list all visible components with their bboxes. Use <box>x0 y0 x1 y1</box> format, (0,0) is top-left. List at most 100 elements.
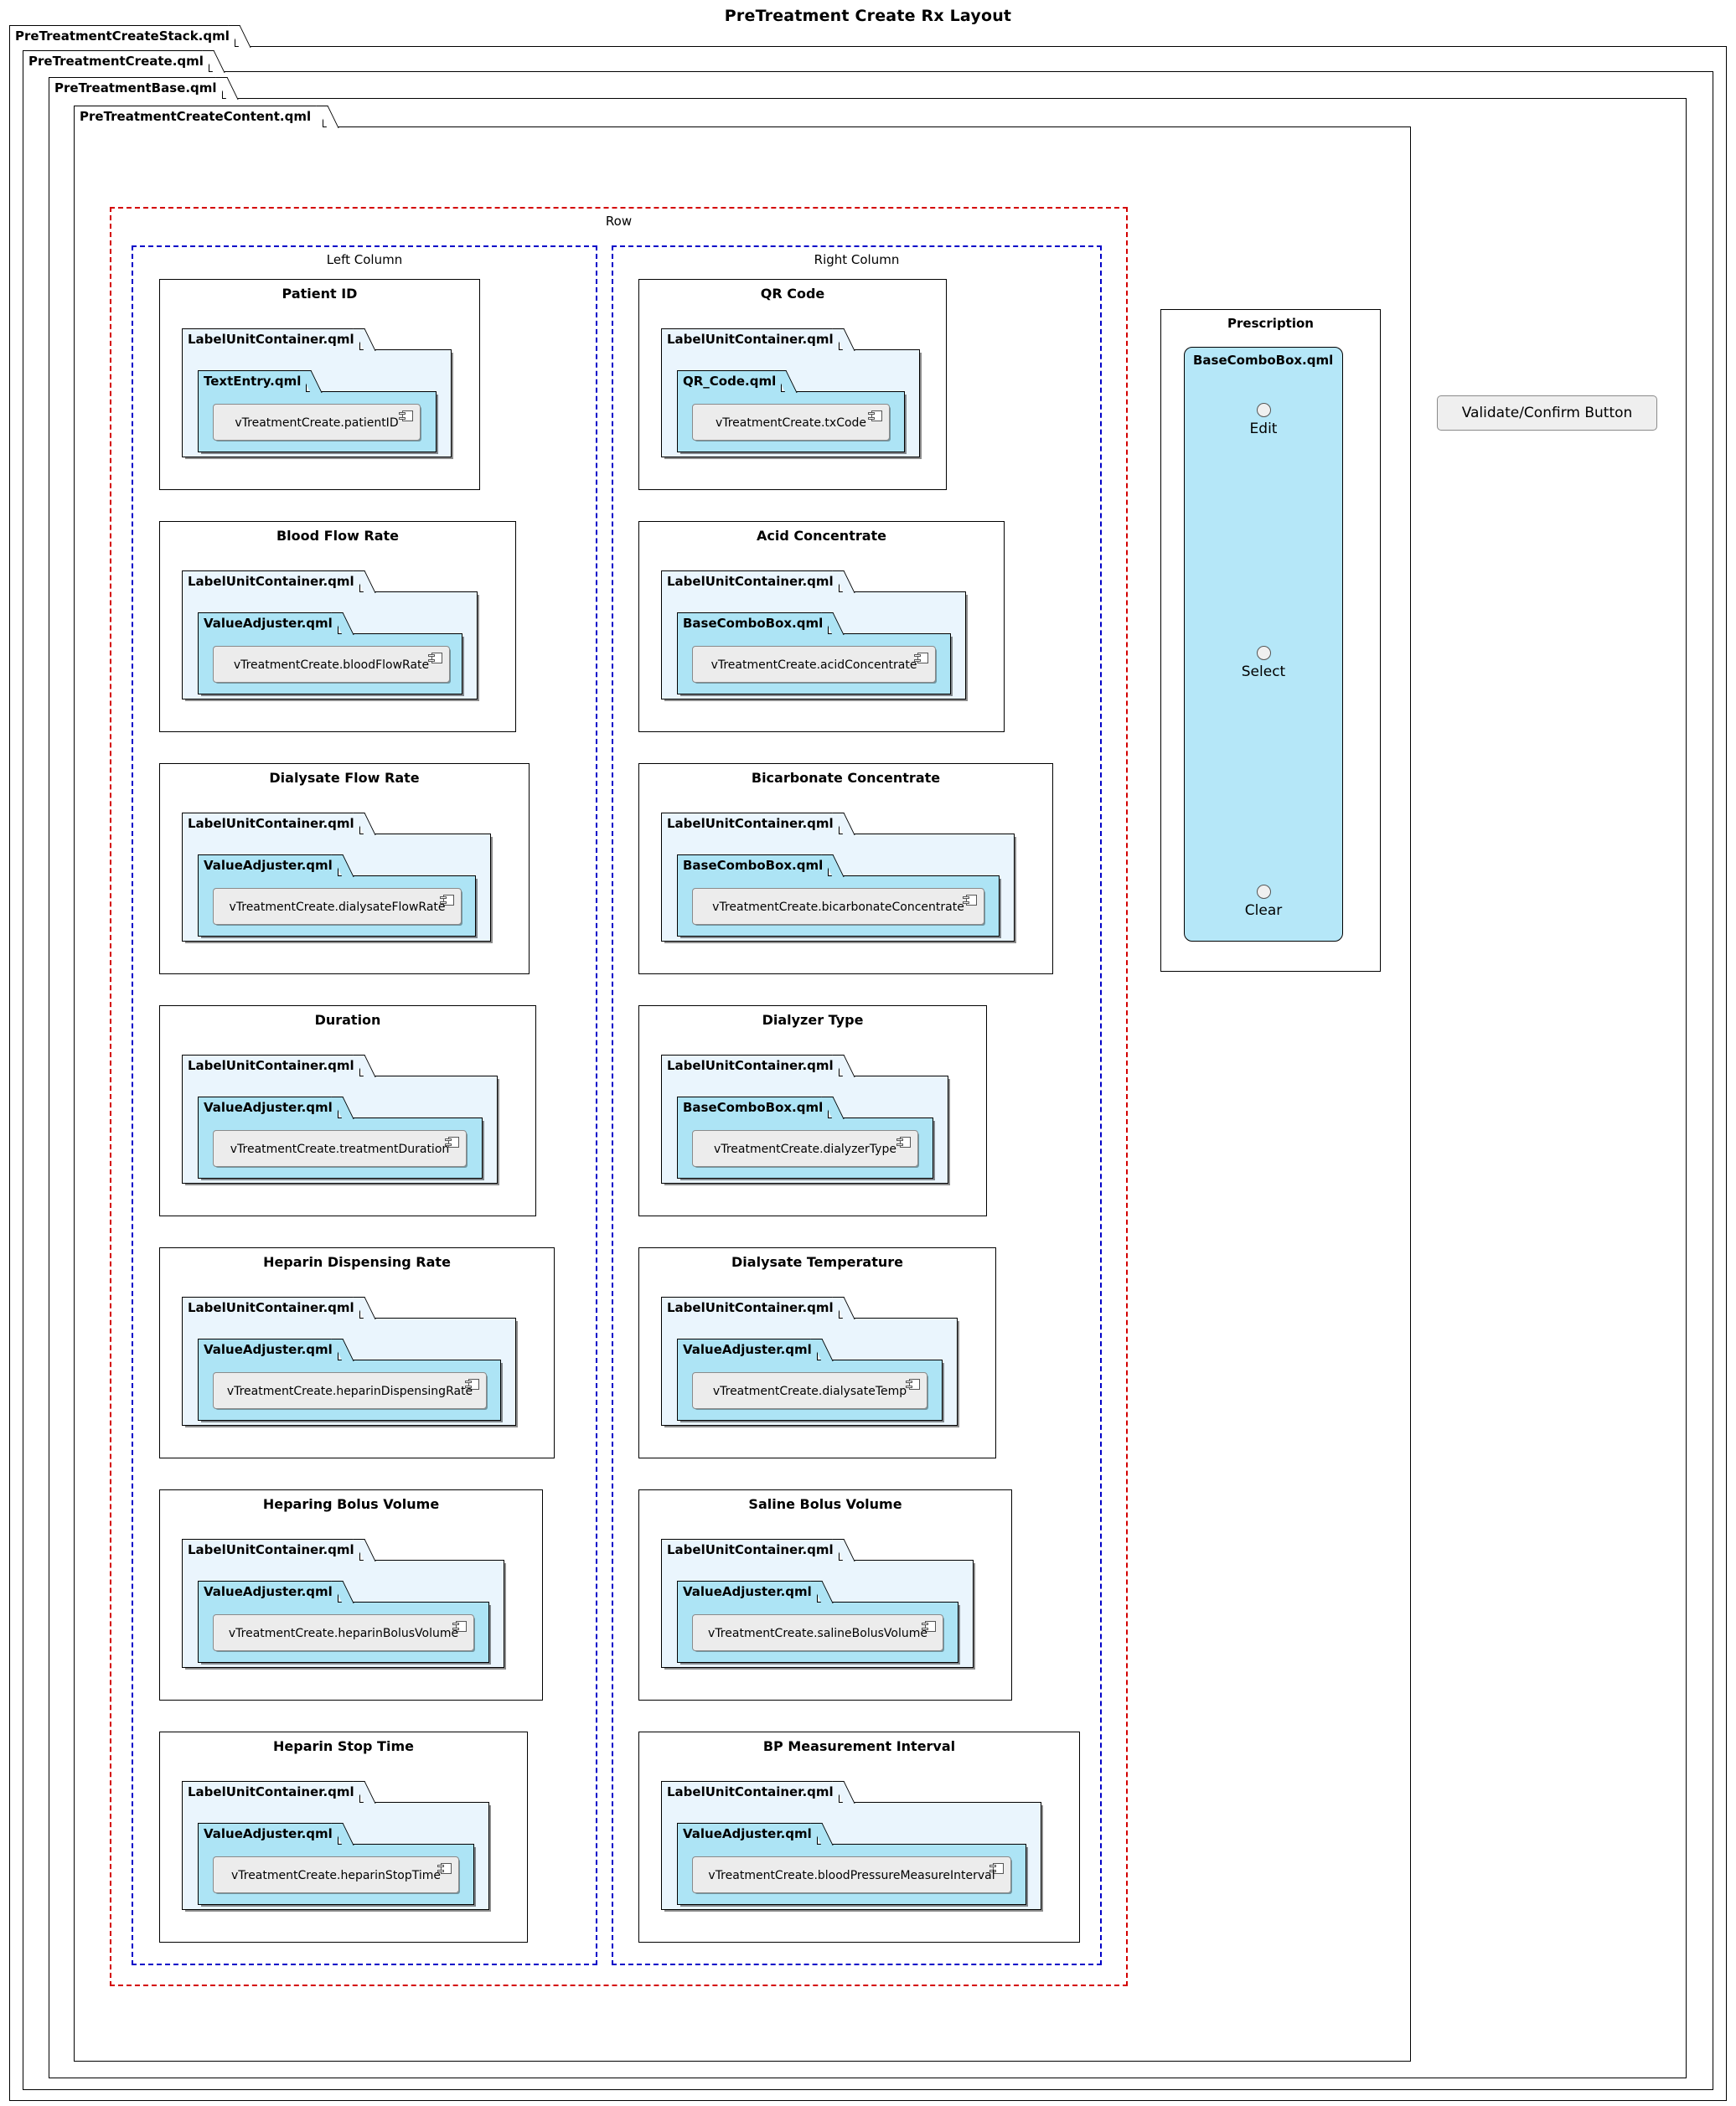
component-icon <box>963 895 977 906</box>
prescription-item-clear[interactable]: Clear <box>1185 885 1342 919</box>
validate-confirm-button[interactable]: Validate/Confirm Button <box>1437 395 1657 431</box>
component-icon <box>906 1379 920 1390</box>
component-label: vTreatmentCreate.txCode <box>715 416 867 430</box>
package-tab-label: ValueAdjuster.qml <box>198 1339 338 1360</box>
package-tab-label: LabelUnitContainer.qml <box>182 813 360 834</box>
package-tab-label: ValueAdjuster.qml <box>198 1097 338 1118</box>
package-tab-label: PreTreatmentCreateContent.qml <box>74 106 323 127</box>
uml-component[interactable]: vTreatmentCreate.heparinBolusVolume <box>213 1614 474 1651</box>
component-label: vTreatmentCreate.heparinStopTime <box>230 1868 442 1882</box>
package-tab-label: LabelUnitContainer.qml <box>182 328 360 350</box>
package-tab-label: ValueAdjuster.qml <box>677 1823 818 1845</box>
package-tab-label: LabelUnitContainer.qml <box>661 1539 840 1561</box>
package-body: BaseComboBox.qml vTreatmentCreate.dialyze… <box>661 1076 948 1184</box>
group-left-column-label: Left Column <box>326 252 403 267</box>
field-card-title: Heparin Stop Time <box>273 1738 414 1754</box>
field-card-title: QR Code <box>760 286 825 302</box>
component-icon <box>437 1863 452 1874</box>
component-label: vTreatmentCreate.salineBolusVolume <box>708 1626 927 1640</box>
uml-component[interactable]: vTreatmentCreate.txCode <box>692 404 890 441</box>
component-icon <box>440 895 454 906</box>
inner-component-package: ValueAdjuster.qml vTreatmentCreate.treatm… <box>198 1097 483 1179</box>
uml-component[interactable]: vTreatmentCreate.salineBolusVolume <box>692 1614 943 1651</box>
component-icon <box>868 410 882 421</box>
component-label: vTreatmentCreate.dialyzerType <box>714 1142 896 1156</box>
group-right-column-label: Right Column <box>814 252 900 267</box>
prescription-basecombobox-node[interactable]: BaseComboBox.qml Edit Select Clear <box>1184 347 1343 942</box>
inner-component-package: BaseComboBox.qml vTreatmentCreate.dialyze… <box>677 1097 933 1179</box>
prescription-item-label: Select <box>1241 663 1286 680</box>
inner-component-package: ValueAdjuster.qml vTreatmentCreate.hepari… <box>198 1339 501 1421</box>
bullet-circle-icon <box>1256 885 1271 899</box>
component-icon <box>914 653 928 663</box>
component-label: vTreatmentCreate.bloodFlowRate <box>233 658 430 672</box>
component-label: vTreatmentCreate.patientID <box>235 416 399 430</box>
uml-component[interactable]: vTreatmentCreate.treatmentDuration <box>213 1130 467 1167</box>
prescription-item-edit[interactable]: Edit <box>1185 403 1342 437</box>
uml-component[interactable]: vTreatmentCreate.dialysateFlowRate <box>213 888 462 925</box>
package-tab-label: QR_Code.qml <box>677 370 783 392</box>
uml-component[interactable]: vTreatmentCreate.patientID <box>213 404 421 441</box>
package-tab-label: BaseComboBox.qml <box>677 1097 829 1118</box>
uml-component[interactable]: vTreatmentCreate.bloodPressureMeasureInt… <box>692 1856 1011 1893</box>
field-card-title: Blood Flow Rate <box>276 528 400 544</box>
package-body: ValueAdjuster.qml vTreatmentCreate.bloodP… <box>661 1802 1041 1910</box>
package-body: QR_Code.qml vTreatmentCreate.txCode <box>661 349 920 457</box>
component-icon <box>452 1621 467 1632</box>
package-tab-label: PreTreatmentCreateStack.qml <box>9 25 235 47</box>
field-card-title: Dialysate Temperature <box>731 1254 903 1270</box>
uml-component[interactable]: vTreatmentCreate.acidConcentrate <box>692 646 936 683</box>
uml-component[interactable]: vTreatmentCreate.bicarbonateConcentrate <box>692 888 984 925</box>
package-tab-label: LabelUnitContainer.qml <box>661 570 840 592</box>
package-tab-label: LabelUnitContainer.qml <box>661 813 840 834</box>
component-label: vTreatmentCreate.heparinBolusVolume <box>228 1626 459 1640</box>
field-card-title: Dialysate Flow Rate <box>269 770 420 786</box>
field-card-title: Acid Concentrate <box>756 528 887 544</box>
uml-component[interactable]: vTreatmentCreate.heparinStopTime <box>213 1856 459 1893</box>
prescription-item-label: Clear <box>1244 902 1283 919</box>
prescription-item-label: Edit <box>1249 421 1278 437</box>
package-body: vTreatmentCreate.acidConcentrate <box>677 633 951 694</box>
package-tab-label: LabelUnitContainer.qml <box>182 1297 360 1319</box>
group-left-column: Left Column <box>132 245 597 1965</box>
uml-component[interactable]: vTreatmentCreate.dialysateTemp <box>692 1372 927 1409</box>
uml-component[interactable]: vTreatmentCreate.dialyzerType <box>692 1130 918 1167</box>
package-tab-label: TextEntry.qml <box>198 370 307 392</box>
package-tab-label: PreTreatmentCreate.qml <box>23 50 209 72</box>
package-tab-label: LabelUnitContainer.qml <box>182 1055 360 1076</box>
uml-component[interactable]: vTreatmentCreate.bloodFlowRate <box>213 646 450 683</box>
package-body: vTreatmentCreate.bloodPressureMeasureInt… <box>677 1844 1026 1905</box>
prescription-item-select[interactable]: Select <box>1185 646 1342 680</box>
package-body: vTreatmentCreate.txCode <box>677 391 905 452</box>
package-body: vTreatmentCreate.dialysateTemp <box>677 1360 943 1421</box>
bullet-circle-icon <box>1256 403 1271 417</box>
uml-component[interactable]: vTreatmentCreate.heparinDispensingRate <box>213 1372 487 1409</box>
package-tab-label: LabelUnitContainer.qml <box>182 570 360 592</box>
